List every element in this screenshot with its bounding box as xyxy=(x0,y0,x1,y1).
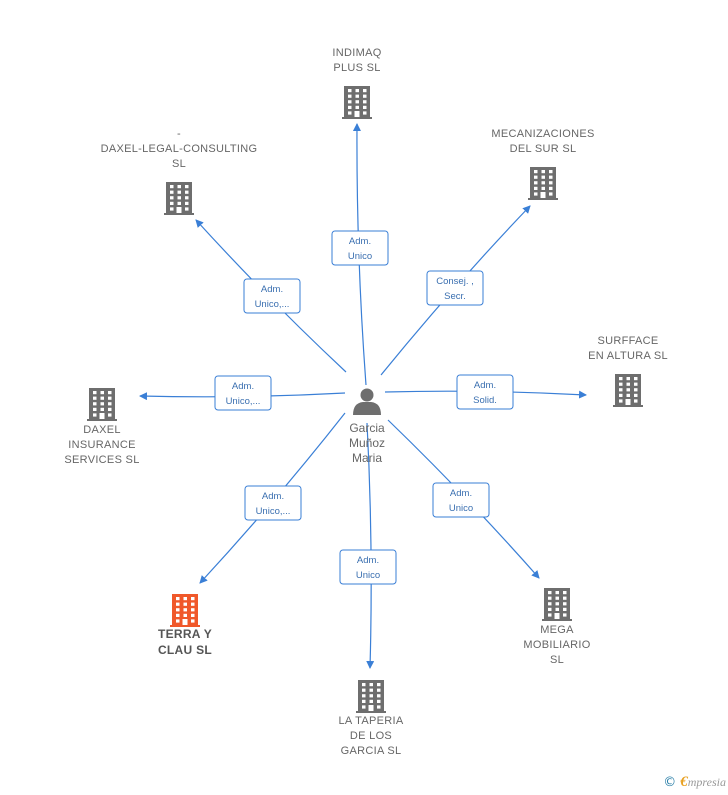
person-name-line: Muñoz xyxy=(349,436,385,450)
company-node-taperia[interactable]: LA TAPERIA DE LOS GARCIA SL xyxy=(339,680,404,757)
company-name-line: DE LOS xyxy=(350,730,392,742)
role-label-text: Unico xyxy=(348,251,372,262)
role-label-text: Unico xyxy=(356,570,380,581)
company-name-line: SL xyxy=(172,158,186,170)
company-name-line: PLUS SL xyxy=(333,62,380,74)
building-icon xyxy=(87,388,117,421)
building-icon xyxy=(356,680,386,713)
role-label-box xyxy=(339,549,397,585)
company-node-mecanizaciones[interactable]: MECANIZACIONES DEL SUR SL xyxy=(491,128,594,200)
role-label-mecanizaciones[interactable]: Consej. , Secr. xyxy=(426,270,484,306)
role-label-daxel-legal[interactable]: Adm. Unico,... xyxy=(243,278,301,314)
person-name-line: Maria xyxy=(352,451,382,465)
company-node-surfface[interactable]: SURFFACE EN ALTURA SL xyxy=(588,335,668,407)
company-node-terra[interactable]: TERRA Y CLAU SL xyxy=(158,594,212,657)
building-icon xyxy=(528,167,558,200)
building-icon xyxy=(613,374,643,407)
role-label-text: Adm. xyxy=(349,236,371,247)
company-name-line: TERRA Y xyxy=(158,627,212,641)
role-label-text: Adm. xyxy=(262,491,284,502)
company-name-line: GARCIA SL xyxy=(341,745,402,757)
copyright-icon: © xyxy=(663,775,677,790)
company-name-line: MECANIZACIONES xyxy=(491,128,594,140)
role-label-daxel-insurance[interactable]: Adm. Unico,... xyxy=(214,375,272,411)
role-label-text: Secr. xyxy=(444,291,466,302)
building-icon xyxy=(164,182,194,215)
company-node-indimaq[interactable]: INDIMAQ PLUS SL xyxy=(332,47,381,119)
company-name-line: EN ALTURA SL xyxy=(588,350,668,362)
role-label-text: Adm. xyxy=(232,381,254,392)
company-name-line: - xyxy=(177,128,181,140)
company-name-line: DEL SUR SL xyxy=(510,143,577,155)
company-name-line: LA TAPERIA xyxy=(339,715,404,727)
company-name-line: INDIMAQ xyxy=(332,47,381,59)
company-name-line: DAXEL-LEGAL-CONSULTING xyxy=(101,143,258,155)
role-label-box xyxy=(456,374,514,410)
footer-brand: © €mpresia xyxy=(663,774,726,791)
role-label-text: Unico,... xyxy=(226,396,261,407)
person-icon xyxy=(353,388,381,415)
role-label-text: Adm. xyxy=(261,284,283,295)
company-name-line: DAXEL xyxy=(83,424,121,436)
role-label-box xyxy=(243,278,301,314)
building-icon xyxy=(170,594,200,627)
company-name-line: MEGA xyxy=(540,624,574,636)
role-label-text: Adm. xyxy=(474,380,496,391)
building-icon xyxy=(342,86,372,119)
company-name-line: CLAU SL xyxy=(158,643,212,657)
role-label-box xyxy=(244,485,302,521)
company-name-line: SERVICES SL xyxy=(64,454,139,466)
role-label-surfface[interactable]: Adm. Solid. xyxy=(456,374,514,410)
role-label-box xyxy=(214,375,272,411)
role-label-terra[interactable]: Adm. Unico,... xyxy=(244,485,302,521)
edge-taperia xyxy=(366,422,375,669)
company-node-daxel-legal[interactable]: - DAXEL-LEGAL-CONSULTING SL xyxy=(101,128,258,215)
role-label-mega[interactable]: Adm. Unico xyxy=(432,482,490,518)
role-label-taperia[interactable]: Adm. Unico xyxy=(339,549,397,585)
company-node-mega[interactable]: MEGA MOBILIARIO SL xyxy=(523,588,590,666)
company-name-line: MOBILIARIO xyxy=(523,639,590,651)
role-label-text: Unico,... xyxy=(255,299,290,310)
role-label-text: Unico,... xyxy=(256,506,291,517)
role-label-text: Consej. , xyxy=(436,276,474,287)
company-name-line: SURFFACE xyxy=(597,335,658,347)
role-label-box xyxy=(432,482,490,518)
brand-logo-text: mpresia xyxy=(687,775,726,789)
brand-logo-initial: € xyxy=(680,774,688,790)
company-node-daxel-insurance[interactable]: DAXEL INSURANCE SERVICES SL xyxy=(64,388,139,466)
role-label-text: Unico xyxy=(449,503,473,514)
person-name-line: Garcia xyxy=(349,421,385,435)
building-icon xyxy=(542,588,572,621)
role-label-box xyxy=(426,270,484,306)
company-name-line: SL xyxy=(550,654,564,666)
role-label-text: Solid. xyxy=(473,395,497,406)
role-label-text: Adm. xyxy=(357,555,379,566)
role-label-indimaq[interactable]: Adm. Unico xyxy=(331,230,389,266)
role-label-box xyxy=(331,230,389,266)
company-name-line: INSURANCE xyxy=(68,439,136,451)
role-label-text: Adm. xyxy=(450,488,472,499)
